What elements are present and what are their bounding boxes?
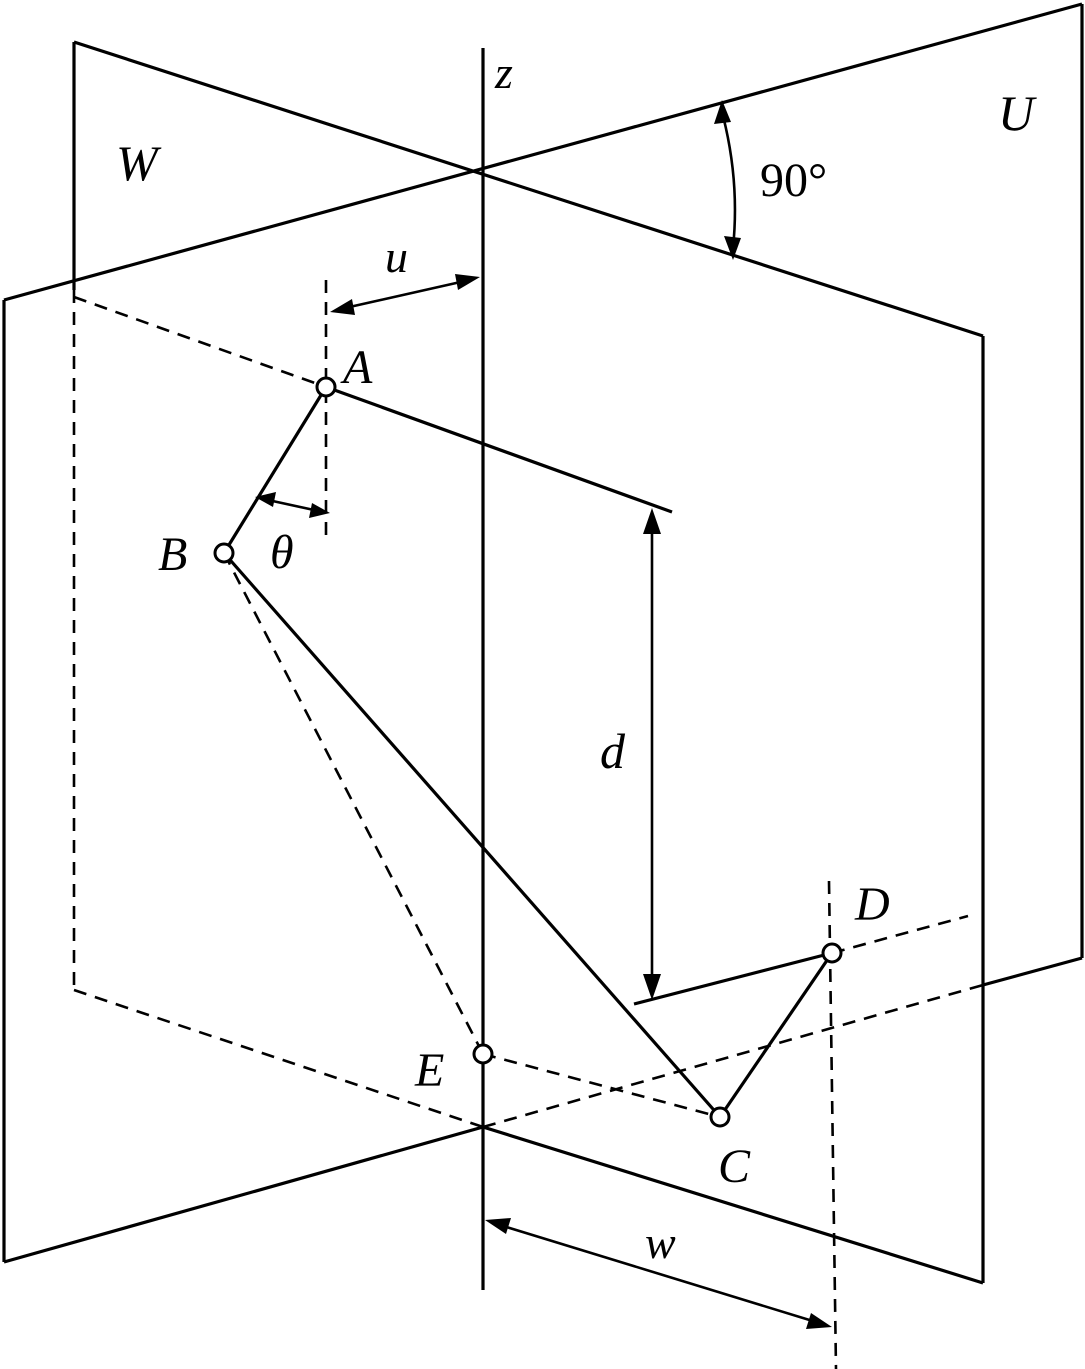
link-d-extension (633, 951, 833, 1006)
projection-e-to-c (482, 1052, 721, 1119)
projection-d-extension (831, 914, 969, 955)
label-point-d: D (854, 878, 890, 931)
link-a-extension (325, 385, 673, 514)
angle-arrowhead-bottom (724, 236, 741, 260)
label-plane-w: W (116, 135, 162, 191)
w-dimension (485, 1218, 832, 1329)
plane-u (2, 2, 1084, 1264)
d-dimension (643, 508, 661, 1000)
label-offset-u: u (385, 231, 408, 282)
label-point-c: C (718, 1140, 751, 1193)
vertical-reference-d (827, 880, 838, 1369)
plane-u-top-edge (3, 2, 1083, 302)
d-arrowhead-bottom (643, 974, 661, 1000)
joint-a (315, 376, 337, 398)
joint-e (472, 1043, 494, 1065)
angle-arrowhead-top (714, 100, 731, 124)
label-plane-u: U (998, 85, 1037, 141)
projection-b-to-e (222, 552, 485, 1055)
plane-w-bottom-edge-hidden (73, 988, 484, 1129)
u-dimension-line (344, 279, 466, 310)
label-point-e: E (414, 1044, 444, 1097)
label-distance-d: d (600, 723, 626, 779)
u-arrowhead-right (455, 274, 480, 290)
d-arrowhead-top (643, 508, 661, 534)
link-a-b (222, 386, 328, 554)
u-arrowhead-left (330, 299, 355, 315)
theta-arrowhead-left (255, 492, 276, 507)
theta-dimension (255, 492, 330, 518)
label-z-axis: z (494, 47, 513, 98)
theta-arrowhead-right (309, 503, 330, 518)
theta-dimension-line (267, 498, 315, 512)
label-angle-90: 90° (760, 154, 827, 207)
joint-c (709, 1106, 731, 1128)
w-arrowhead-left (485, 1218, 511, 1234)
label-angle-theta: θ (270, 526, 294, 579)
projection-a-to-w-edge (73, 295, 327, 389)
mechanism-links (222, 385, 834, 1119)
joint-b (213, 542, 235, 564)
text-labels: z W U 90° u θ d w A B C D E (116, 47, 1037, 1268)
link-c-d (718, 952, 834, 1118)
label-point-b: B (158, 528, 187, 581)
plane-u-bottom-edge-right (982, 956, 1083, 987)
w-arrowhead-right (806, 1313, 832, 1329)
plane-u-bottom-edge-hidden (482, 983, 984, 1129)
label-point-a: A (340, 341, 373, 394)
label-offset-w: w (645, 1217, 676, 1268)
angle-arc (720, 111, 737, 249)
w-dimension-line (499, 1223, 817, 1324)
projection-lines (73, 280, 969, 1369)
plane-u-bottom-edge (3, 1125, 484, 1264)
joints (213, 376, 843, 1128)
plane-w-bottom-edge (482, 1125, 984, 1285)
plane-w-top-edge (73, 40, 984, 338)
joint-d (821, 942, 843, 964)
angle-90-dimension (714, 100, 741, 260)
plane-w (72, 40, 985, 1285)
u-dimension (330, 274, 480, 315)
link-b-c (222, 551, 722, 1119)
